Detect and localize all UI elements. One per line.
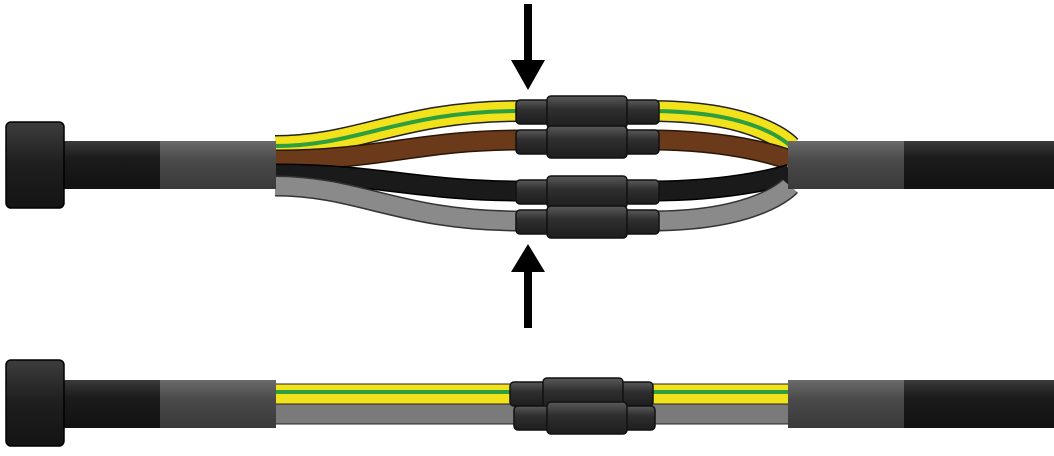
wire-black-top: [274, 163, 794, 202]
cable-right-top: [788, 141, 1054, 189]
bottom-assembly: [5, 359, 1054, 447]
cable-left-bottom: [5, 359, 276, 447]
arrow-down-icon: [511, 4, 545, 90]
wire-earth-top: [274, 100, 799, 157]
sleeve-grey-top: [515, 205, 660, 239]
sleeve-black-top: [515, 175, 660, 209]
wire-grey-top: [274, 175, 798, 232]
sleeve-brown-top: [515, 125, 660, 159]
arrow-up-icon: [511, 244, 545, 328]
cable-right-bottom: [788, 380, 1054, 428]
sleeve-lower-bottom: [513, 401, 656, 435]
cable-left-top: [5, 121, 276, 209]
top-assembly: [5, 4, 1054, 328]
sleeve-earth-top: [515, 95, 660, 129]
wire-brown-top: [274, 129, 794, 171]
